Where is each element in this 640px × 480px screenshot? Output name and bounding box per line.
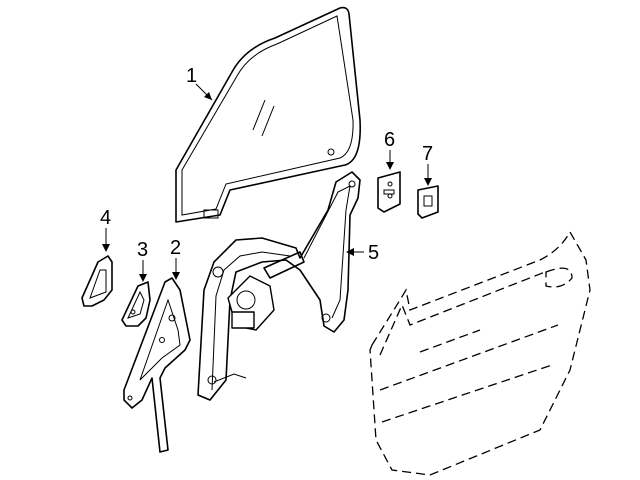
callout-3: 3 [137, 239, 148, 261]
arrowhead-2 [172, 272, 180, 280]
callout-2: 2 [170, 237, 181, 259]
callout-1: 1 [186, 65, 197, 87]
callout-6: 6 [384, 129, 395, 151]
door-shell-outline [369, 230, 591, 476]
mirror-bracket [121, 281, 151, 327]
mounting-plate [377, 171, 401, 213]
callout-labels: 1 2 3 4 5 6 7 [100, 65, 433, 264]
trim-cover [81, 255, 113, 307]
mounting-bracket-plate [417, 185, 439, 219]
callout-leaders [102, 83, 432, 282]
callout-7: 7 [422, 143, 433, 165]
callout-5: 5 [368, 242, 379, 264]
door-glass [175, 6, 362, 223]
glass-channel [123, 277, 191, 453]
arrowhead-1 [204, 92, 212, 100]
arrowhead-3 [139, 274, 147, 282]
arrowhead-4 [102, 244, 110, 252]
arrowhead-5 [346, 248, 354, 256]
arrowhead-6 [386, 162, 394, 170]
window-regulator [197, 171, 361, 401]
arrowhead-7 [424, 178, 432, 186]
callout-4: 4 [100, 207, 111, 229]
